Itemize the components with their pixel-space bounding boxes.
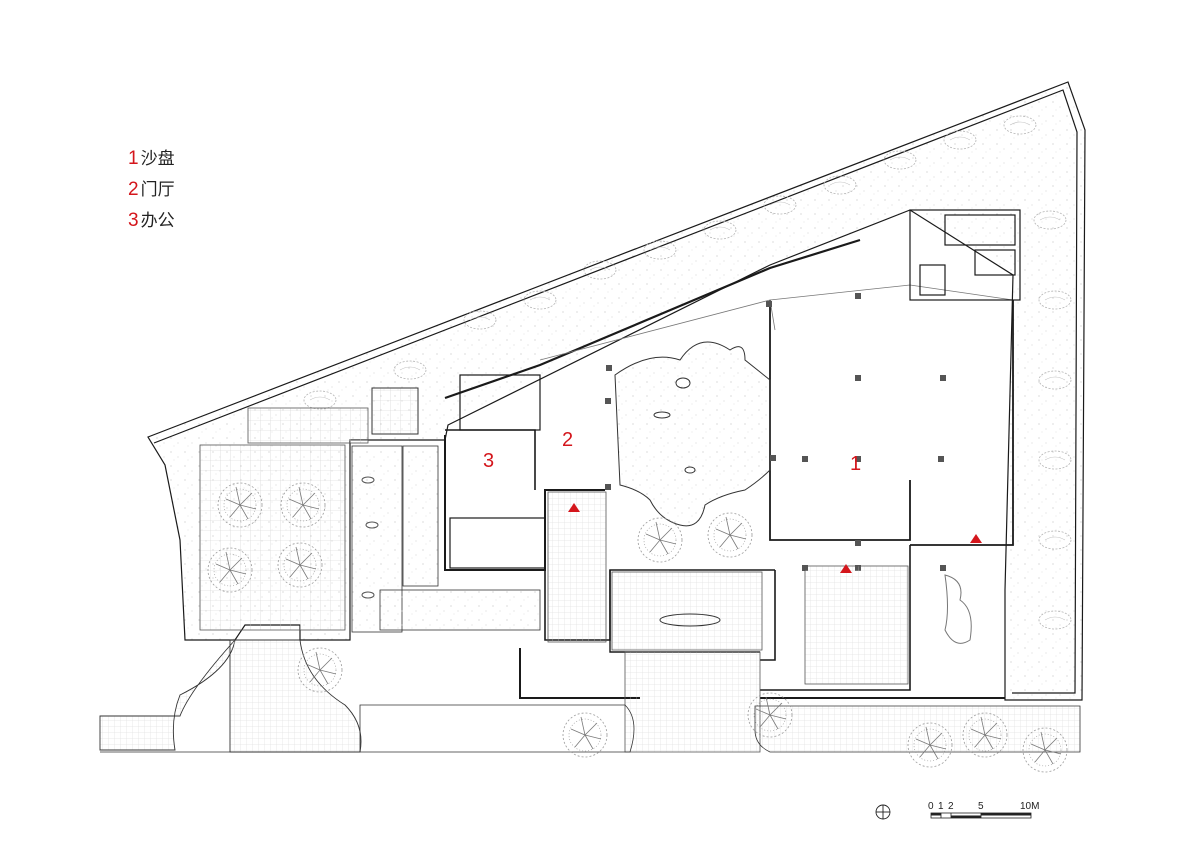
legend-number: 3: [128, 210, 139, 231]
legend-number: 1: [128, 148, 139, 169]
entrance-plaza: [547, 491, 972, 753]
legend-label: 沙盘: [140, 149, 175, 169]
garden-strip: [351, 445, 541, 633]
scale-tick-2: 2: [948, 801, 954, 812]
legend-label: 门厅: [140, 180, 175, 200]
street-paving: [100, 692, 1081, 773]
legend-label: 办公: [140, 211, 175, 231]
entrance-markers: [568, 503, 982, 573]
scale-tick-0: 0: [928, 801, 934, 812]
scale-bar: 0 1 2 5 10M: [928, 801, 1039, 819]
scale-tick-5: 5: [978, 801, 984, 812]
legend-number: 2: [128, 179, 139, 200]
north-arrow-icon: [875, 804, 891, 820]
room-labels: 1 2 3: [483, 429, 861, 475]
sand-table-area: [614, 341, 771, 563]
entrance-triangle-icon: [840, 564, 852, 573]
room-label-2: 2: [562, 429, 573, 451]
service-rooms: [449, 209, 1021, 569]
entrance-triangle-icon: [568, 503, 580, 512]
room-label-3: 3: [483, 450, 494, 472]
west-courtyard: [99, 387, 419, 753]
room-label-1: 1: [850, 453, 861, 475]
entrance-triangle-icon: [970, 534, 982, 543]
scale-tick-10m: 10M: [1020, 801, 1039, 812]
scale-tick-1: 1: [938, 801, 944, 812]
